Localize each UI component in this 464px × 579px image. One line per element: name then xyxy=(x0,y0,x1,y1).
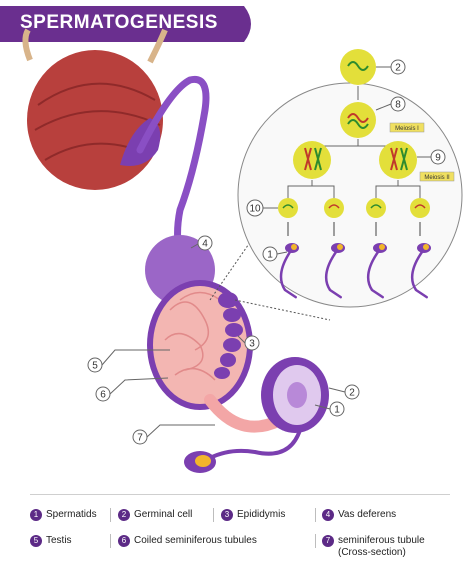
label-2-top: 2 xyxy=(376,60,405,74)
legend-label: Epididymis xyxy=(237,509,285,521)
meiosis-2-label: Meiosis II xyxy=(424,175,450,181)
svg-text:7: 7 xyxy=(137,433,143,444)
label-7: 7 xyxy=(133,425,215,444)
spermatogenesis-illustration: Meiosis I Meiosis II 2 8 9 10 1 4 3 xyxy=(0,0,464,500)
legend-item-testis: 5 Testis xyxy=(30,535,72,547)
svg-text:2: 2 xyxy=(395,63,401,74)
svg-text:8: 8 xyxy=(395,100,401,111)
legend-label: seminiferous tubule (Cross-section) xyxy=(338,535,448,559)
legend-number: 5 xyxy=(30,535,42,547)
bladder xyxy=(25,30,165,190)
svg-text:6: 6 xyxy=(100,390,106,401)
legend-item-coiled-tubules: 6 Coiled seminiferous tubules xyxy=(118,535,257,547)
svg-text:1: 1 xyxy=(267,250,273,261)
legend-label: Coiled seminiferous tubules xyxy=(134,535,257,547)
svg-text:5: 5 xyxy=(92,361,98,372)
legend-item-spermatids: 1 Spermatids xyxy=(30,509,97,521)
svg-text:3: 3 xyxy=(249,339,255,350)
meiosis-1-label: Meiosis I xyxy=(395,126,419,132)
legend-number: 3 xyxy=(221,509,233,521)
legend-item-vas-deferens: 4 Vas deferens xyxy=(322,509,396,521)
legend-item-epididymis: 3 Epididymis xyxy=(221,509,285,521)
svg-text:1: 1 xyxy=(334,405,340,416)
svg-text:9: 9 xyxy=(435,153,441,164)
secondary-cell-right xyxy=(379,141,417,179)
legend-number: 1 xyxy=(30,509,42,521)
legend-number: 6 xyxy=(118,535,130,547)
legend-label: Testis xyxy=(46,535,72,547)
legend: 1 Spermatids 2 Germinal cell 3 Epididymi… xyxy=(30,494,450,565)
label-2-bottom: 2 xyxy=(329,385,359,399)
legend-label: Vas deferens xyxy=(338,509,396,521)
page-title: SPERMATOGENESIS xyxy=(20,12,218,34)
secondary-cell-left xyxy=(293,141,331,179)
legend-label: Germinal cell xyxy=(134,509,192,521)
legend-item-germinal-cell: 2 Germinal cell xyxy=(118,509,192,521)
svg-text:10: 10 xyxy=(249,204,261,215)
legend-number: 4 xyxy=(322,509,334,521)
svg-text:4: 4 xyxy=(202,239,208,250)
legend-label: Spermatids xyxy=(46,509,97,521)
legend-number: 7 xyxy=(322,535,334,547)
sperm-tail xyxy=(210,430,300,458)
svg-text:2: 2 xyxy=(349,388,355,399)
legend-number: 2 xyxy=(118,509,130,521)
primary-cell xyxy=(340,102,376,138)
legend-item-tubule-cross-section: 7 seminiferous tubule (Cross-section) xyxy=(322,535,448,559)
